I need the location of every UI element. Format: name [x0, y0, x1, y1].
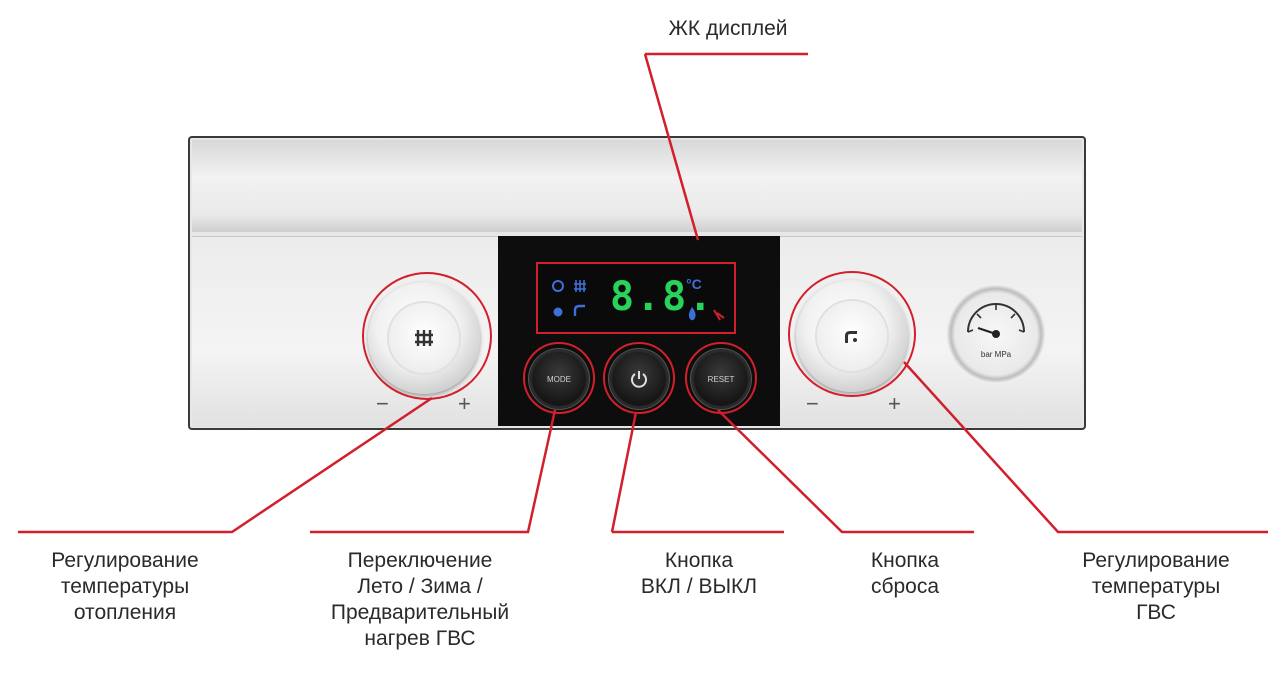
lcd-status-icons — [552, 280, 586, 317]
mode-caption-line: нагрев ГВС — [364, 627, 476, 650]
leader-mode — [310, 409, 557, 534]
heating-caption: Регулирование температуры отопления — [0, 548, 250, 626]
top-cover — [192, 140, 1082, 232]
leader-power — [610, 411, 638, 533]
heating-caption-line: отопления — [73, 601, 177, 624]
heating-minus-sign: − — [376, 391, 389, 416]
pressure-gauge: bar MPa — [946, 284, 1046, 384]
lcd-display: 8.8. °C — [536, 262, 736, 334]
dhw-knob-highlight — [788, 271, 916, 397]
power-caption: Кнопка ВКЛ / ВЫКЛ — [604, 548, 794, 600]
reset-caption-line: сброса — [870, 575, 940, 598]
leader-heating — [18, 396, 433, 534]
dhw-caption: Регулирование температуры ГВС — [1046, 548, 1266, 626]
heating-plus-sign: + — [458, 391, 471, 416]
power-button-highlight — [603, 342, 675, 414]
reset-caption-line: Кнопка — [870, 549, 940, 572]
dhw-caption-line: температуры — [1091, 575, 1221, 598]
gauge-dial-icon — [967, 303, 1025, 338]
leader-reset — [717, 409, 974, 534]
lcd-unit: °C — [686, 276, 702, 292]
heating-knob-highlight — [362, 272, 492, 400]
display-caption: ЖК дисплей — [668, 17, 788, 40]
power-caption-line: ВКЛ / ВЫКЛ — [640, 575, 758, 598]
lcd-flame-icons — [688, 307, 725, 321]
mode-caption-line: Лето / Зима / — [357, 575, 483, 598]
heating-caption-line: температуры — [60, 575, 190, 598]
reset-caption: Кнопка сброса — [840, 548, 970, 600]
leader-display — [643, 53, 700, 241]
dhw-plus-sign: + — [888, 391, 901, 416]
dhw-caption-line: ГВС — [1136, 601, 1176, 624]
mode-button-highlight — [523, 342, 595, 414]
lcd-digits: 8.8. — [610, 274, 715, 320]
leader-dhw — [903, 361, 1268, 534]
gauge-unit-label: bar MPa — [980, 350, 1012, 359]
mode-caption: Переключение Лето / Зима / Предварительн… — [300, 548, 540, 652]
heating-caption-line: Регулирование — [51, 549, 199, 572]
mode-caption-line: Переключение — [347, 549, 493, 572]
power-caption-line: Кнопка — [664, 549, 734, 572]
mode-caption-line: Предварительный — [330, 601, 510, 624]
dhw-caption-line: Регулирование — [1082, 549, 1230, 572]
dhw-minus-sign: − — [806, 391, 819, 416]
